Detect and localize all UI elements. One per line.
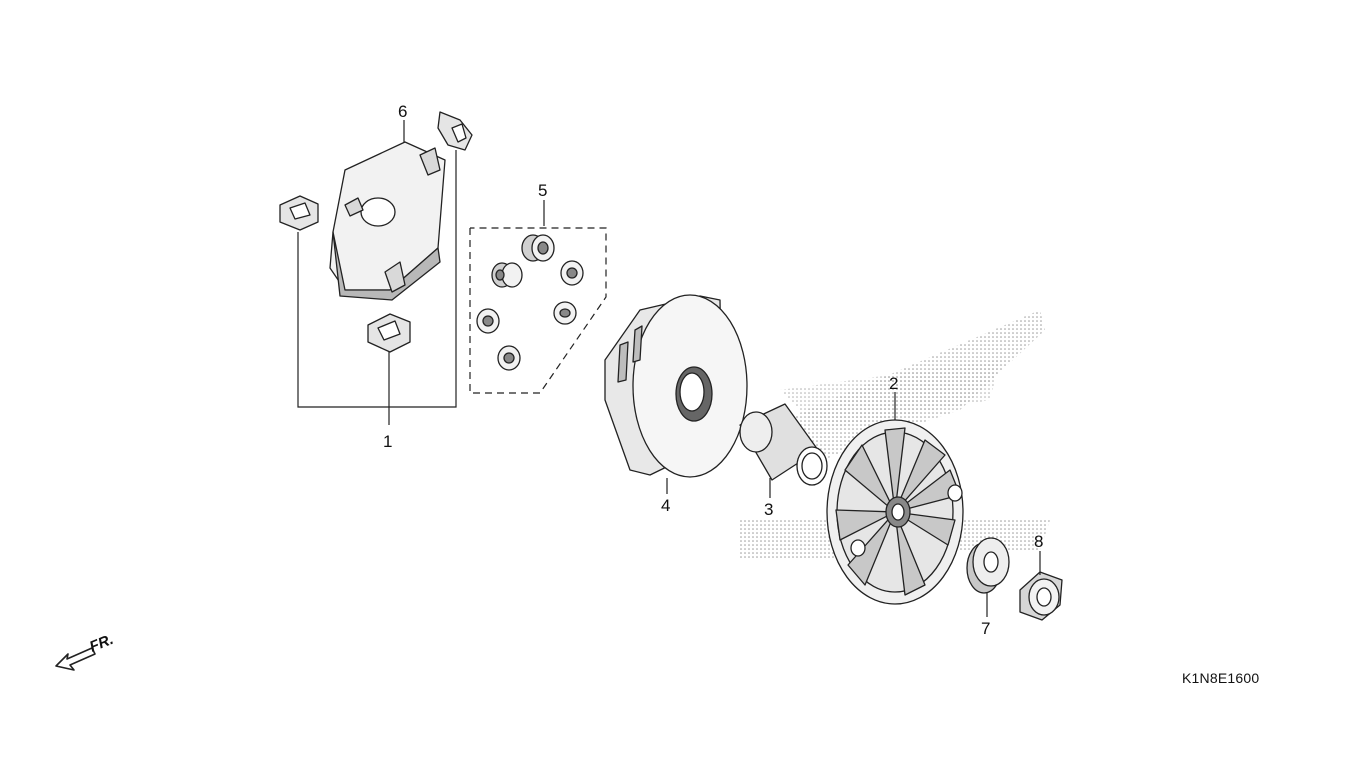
roller-3 <box>560 260 584 286</box>
roller-6 <box>497 345 521 371</box>
washer <box>966 537 1010 594</box>
roller-4 <box>476 308 500 334</box>
front-arrow-icon: FR. <box>55 631 116 671</box>
roller-2 <box>491 262 523 288</box>
callout-4: 4 <box>661 496 670 515</box>
movable-drive-face <box>826 419 964 605</box>
front-indicator-label: FR. <box>87 631 116 656</box>
collar <box>739 403 828 486</box>
drive-face <box>604 294 748 478</box>
slide-piece-bottom <box>367 313 411 353</box>
callout-8: 8 <box>1034 532 1043 551</box>
callout-1: 1 <box>383 432 392 451</box>
roller-5 <box>553 301 577 325</box>
callout-7: 7 <box>981 619 990 638</box>
slide-piece-left <box>279 195 319 231</box>
callout-2: 2 <box>889 374 898 393</box>
stipple-shading <box>740 310 1050 560</box>
slide-piece-top <box>437 111 473 151</box>
drawing-code: K1N8E1600 <box>1182 670 1260 686</box>
callout-3: 3 <box>764 500 773 519</box>
callout-5: 5 <box>538 181 547 200</box>
callout-6: 6 <box>398 102 407 121</box>
roller-set-boundary <box>469 227 607 394</box>
nut <box>1019 571 1063 621</box>
part1-leader-bracket <box>297 150 457 425</box>
weight-rollers <box>476 234 584 371</box>
roller-1 <box>521 234 555 262</box>
ramp-plate <box>329 141 446 301</box>
